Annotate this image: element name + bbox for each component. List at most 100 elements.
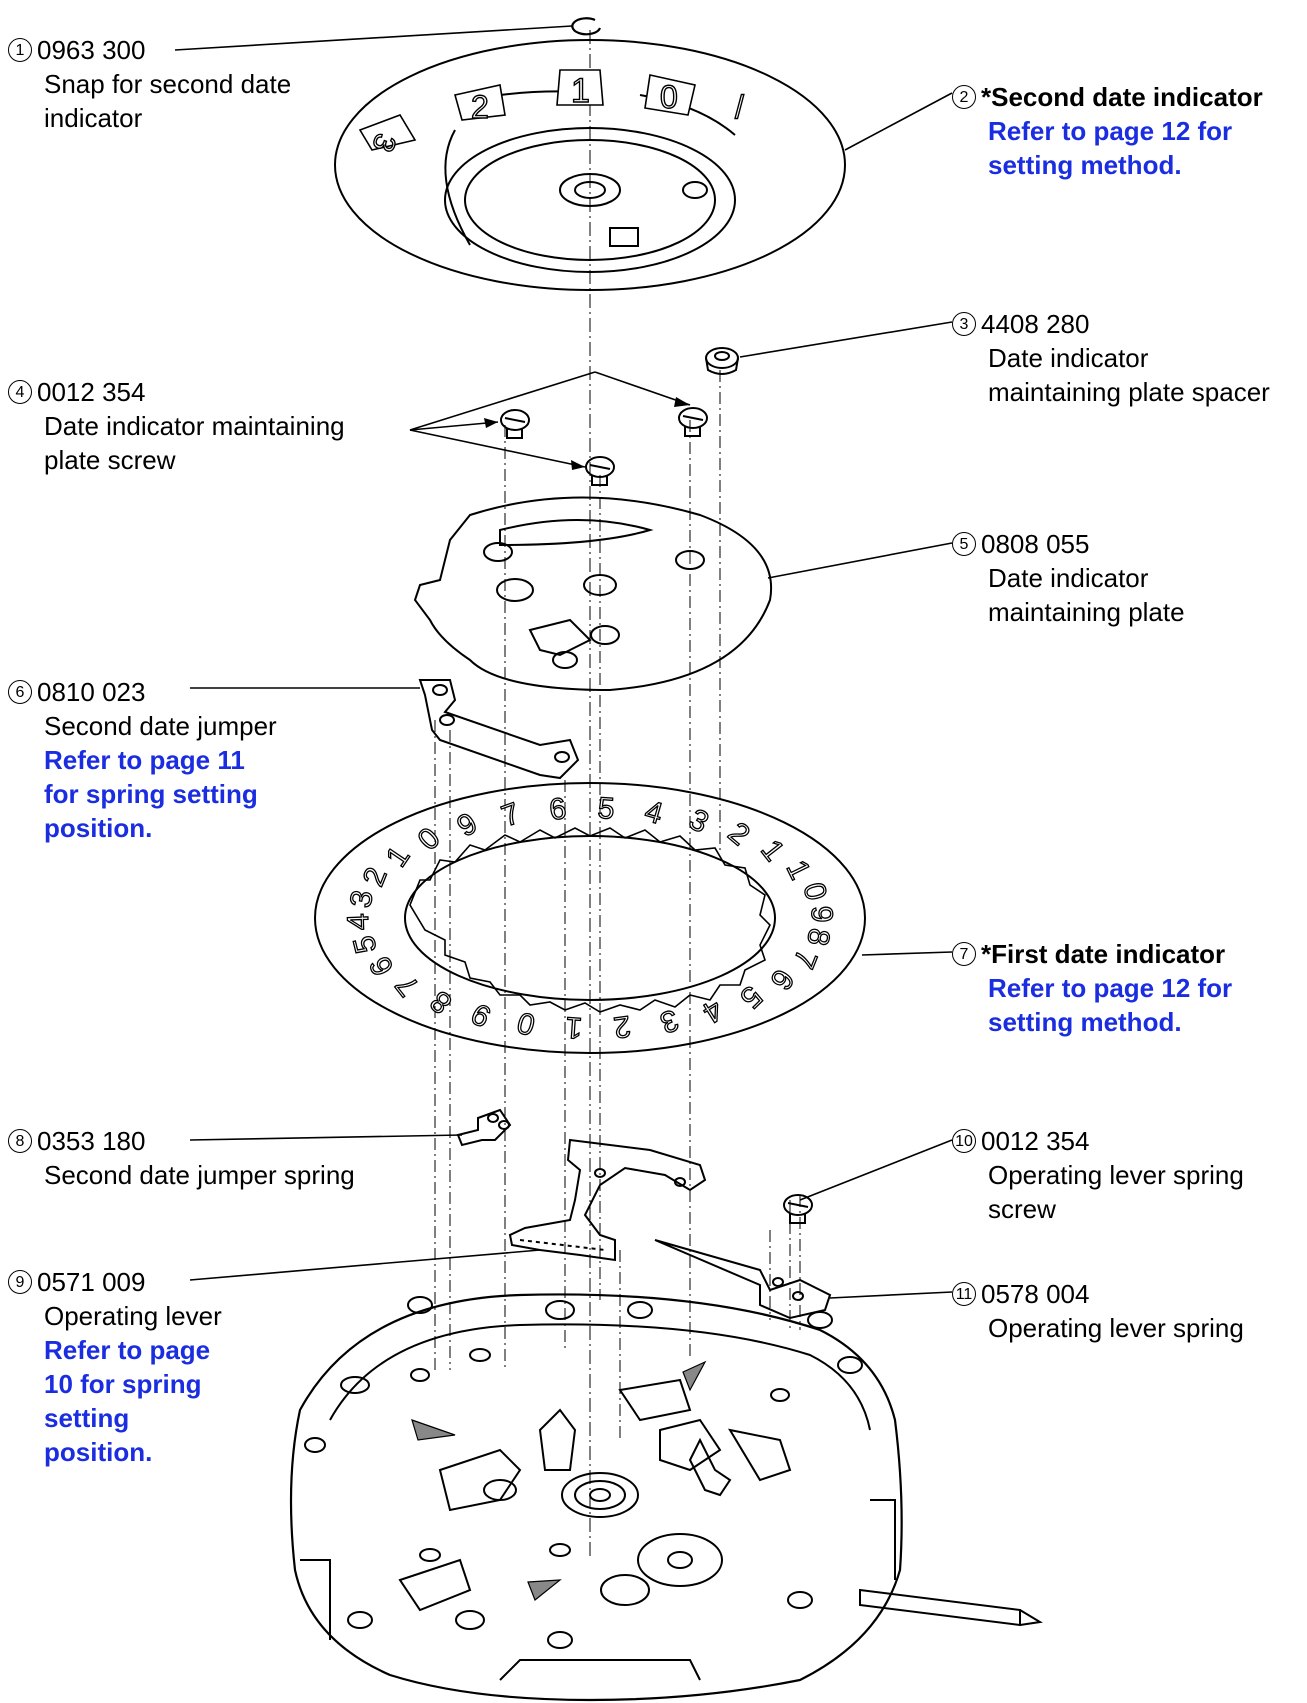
first-date-digit: 0 xyxy=(797,879,833,903)
part-description-line: Date indicator xyxy=(988,563,1149,593)
part-code: 0810 023 xyxy=(37,677,146,707)
first-date-digit: 1 xyxy=(380,841,417,873)
first-date-digit: 0 xyxy=(412,822,447,857)
first-date-digit: 4 xyxy=(342,913,376,931)
part-number-marker: 11 xyxy=(952,1282,976,1306)
first-date-digit: 3 xyxy=(656,1003,683,1040)
part-reference-note: setting xyxy=(44,1403,130,1433)
first-date-digit: 7 xyxy=(497,797,524,834)
second-date-digit-slash: / xyxy=(735,89,744,125)
part-description-line: screw xyxy=(988,1194,1056,1224)
part-description-line: Operating lever xyxy=(44,1301,222,1331)
part-number-marker: 2 xyxy=(952,85,976,109)
second-date-jumper-part xyxy=(418,679,580,780)
first-date-digit: 7 xyxy=(786,945,823,973)
part-description-line: Operating lever spring xyxy=(988,1160,1244,1190)
second-date-digit-0: 0 xyxy=(660,79,678,115)
part-code: 0012 354 xyxy=(981,1126,1090,1156)
part-code: 0012 354 xyxy=(37,377,146,407)
first-date-digit: 1 xyxy=(564,1010,583,1044)
part-description-line: Date indicator xyxy=(988,343,1149,373)
operating-lever-part xyxy=(508,1138,707,1262)
part-description-line: Snap for second date xyxy=(44,69,292,99)
first-date-digit: 2 xyxy=(722,816,756,852)
operating-lever-spring-part xyxy=(654,1239,832,1320)
jumper-spring-part xyxy=(456,1108,512,1147)
first-date-digit: 3 xyxy=(344,888,379,910)
part-code: 0571 009 xyxy=(37,1267,146,1297)
part-description-line: Second date jumper spring xyxy=(44,1160,355,1190)
first-date-digit: 9 xyxy=(452,807,484,844)
part-number-marker: 4 xyxy=(8,380,32,404)
part-reference-note: 10 for spring xyxy=(44,1369,202,1399)
first-date-digit: 9 xyxy=(466,996,496,1033)
maintaining-plate xyxy=(413,496,773,692)
movement-base xyxy=(289,1293,1043,1702)
part-code: *First date indicator xyxy=(981,939,1226,969)
part-description-line: Date indicator maintaining xyxy=(44,411,345,441)
part-number-marker: 10 xyxy=(952,1129,976,1153)
plate-spacer-part xyxy=(705,347,739,375)
part-description-line: Operating lever spring xyxy=(988,1313,1244,1343)
first-date-digit: 8 xyxy=(800,926,835,948)
part-number-marker: 3 xyxy=(952,312,976,336)
first-date-indicator-ring xyxy=(314,782,866,1054)
first-date-digit: 6 xyxy=(764,963,801,995)
part-description-line: indicator xyxy=(44,103,143,133)
second-date-digit-1: 1 xyxy=(571,72,590,110)
guide-lines xyxy=(434,370,801,1440)
part-description-line: Second date jumper xyxy=(44,711,277,741)
part-description-line: maintaining plate spacer xyxy=(988,377,1270,407)
plate-screws xyxy=(500,407,708,486)
part-number-marker: 1 xyxy=(8,38,32,62)
first-date-digit: 2 xyxy=(357,863,394,891)
part-number-marker: 8 xyxy=(8,1129,32,1153)
first-date-digit: 3 xyxy=(684,803,714,840)
part-number-marker: 9 xyxy=(8,1270,32,1294)
first-date-digit: 8 xyxy=(424,984,458,1020)
movement-accent-shapes xyxy=(411,1360,707,1601)
part-reference-note: setting method. xyxy=(988,1007,1182,1037)
part-reference-note: setting method. xyxy=(988,150,1182,180)
first-date-digit: 1 xyxy=(780,855,817,884)
leader-arrowheads xyxy=(484,397,690,470)
part-reference-note: Refer to page 12 for xyxy=(988,973,1233,1003)
second-date-digit-2: 2 xyxy=(471,89,489,125)
part-reference-note: for spring setting xyxy=(44,779,258,809)
part-label-heading: 2*Second date indicator xyxy=(952,80,1263,114)
part-code: 0578 004 xyxy=(981,1279,1090,1309)
part-description-line: plate screw xyxy=(44,445,176,475)
part-code: *Second date indicator xyxy=(981,82,1263,112)
part-reference-note: Refer to page 11 xyxy=(44,745,245,775)
part-number-marker: 7 xyxy=(952,942,976,966)
part-code: 0963 300 xyxy=(37,35,146,65)
lever-spring-screw-part xyxy=(783,1194,813,1224)
part-reference-note: position. xyxy=(44,1437,153,1467)
leader-lines xyxy=(174,25,953,1299)
part-reference-note: Refer to page xyxy=(44,1335,211,1365)
first-date-digit: 1 xyxy=(754,834,790,867)
part-code: 0808 055 xyxy=(981,529,1090,559)
first-date-digit: 9 xyxy=(805,905,839,923)
part-number-marker: 5 xyxy=(952,532,976,556)
part-code: 0353 180 xyxy=(37,1126,146,1156)
part-reference-note: position. xyxy=(44,813,153,843)
second-date-digit-windows xyxy=(358,69,696,151)
